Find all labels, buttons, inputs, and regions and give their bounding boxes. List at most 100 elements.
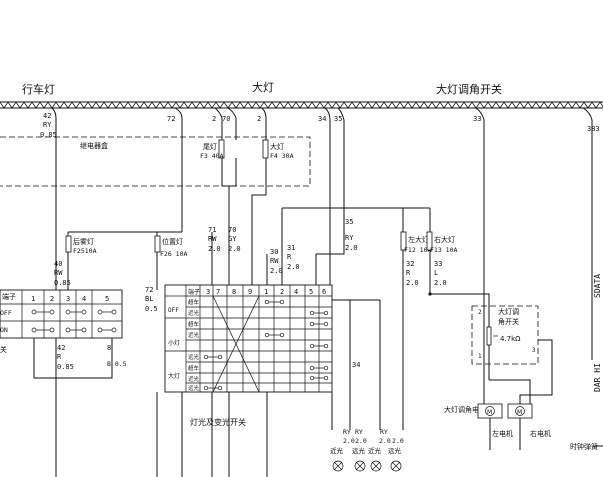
svg-text:33: 33 xyxy=(434,260,442,268)
svg-text:端子: 端子 xyxy=(188,288,200,296)
svg-text:2.0: 2.0 xyxy=(208,245,221,253)
svg-text:F13 10A: F13 10A xyxy=(430,246,457,254)
clock-spring-label: 时钟弹簧 xyxy=(570,442,598,451)
svg-text:OFF: OFF xyxy=(0,309,12,317)
svg-text:远光: 远光 xyxy=(188,384,200,392)
svg-text:4: 4 xyxy=(82,295,86,303)
harness-bus xyxy=(0,101,603,109)
svg-text:超车: 超车 xyxy=(188,364,200,372)
svg-text:小灯: 小灯 xyxy=(168,339,180,347)
svg-text:BL: BL xyxy=(145,295,153,303)
svg-text:RY: RY xyxy=(343,428,351,436)
svg-text:3: 3 xyxy=(532,347,536,354)
svg-text:近光: 近光 xyxy=(368,446,382,455)
svg-text:近光: 近光 xyxy=(188,375,200,383)
sdata-label: SDATA xyxy=(593,274,602,298)
svg-text:5: 5 xyxy=(105,295,109,303)
svg-text:72: 72 xyxy=(145,286,153,294)
leveling-switch: 大灯调 角开关 2 1 3 4.7kΩ 大灯调角电机 xyxy=(444,293,553,414)
svg-text:3: 3 xyxy=(206,288,210,296)
svg-text:2: 2 xyxy=(50,295,54,303)
svg-text:8: 8 xyxy=(232,288,236,296)
wire-2b: 2 xyxy=(257,115,261,123)
svg-text:角开关: 角开关 xyxy=(498,317,519,326)
svg-text:大灯调角电机: 大灯调角电机 xyxy=(444,405,486,414)
fuse-head: 大灯 F4 30A xyxy=(262,139,294,160)
section-leveling-switch: 大灯调角开关 xyxy=(436,82,502,96)
bulb-icon xyxy=(390,460,402,472)
svg-text:3: 3 xyxy=(66,295,70,303)
motor-icon: M xyxy=(487,409,492,416)
svg-text:远光: 远光 xyxy=(388,446,402,455)
svg-text:6: 6 xyxy=(322,288,326,296)
light-switch-table: 端子 3 7 8 9 1 2 4 5 6 OFF 小灯 大灯 超车 近光 超车 … xyxy=(164,284,333,427)
fuse-tail: 尾灯 F3 40A xyxy=(200,139,225,160)
svg-text:F12 10A: F12 10A xyxy=(404,246,431,254)
section-headlights: 大灯 xyxy=(252,80,274,94)
svg-text:1: 1 xyxy=(478,353,482,360)
svg-text:右电机: 右电机 xyxy=(530,429,551,438)
light-switch-label: 灯光及变光开关 xyxy=(190,417,246,427)
wire-70-top: 70 xyxy=(222,115,230,123)
svg-text:8: 8 xyxy=(107,344,111,352)
svg-text:近光: 近光 xyxy=(188,309,200,317)
svg-text:2.0: 2.0 xyxy=(355,437,367,445)
svg-text:大灯: 大灯 xyxy=(168,372,180,380)
switch-contacts xyxy=(31,309,117,333)
running-light-switch: 端子 1 2 3 4 5 OFF ON 关 42 R 0.85 8 B 0.5 xyxy=(0,289,127,380)
svg-text:1: 1 xyxy=(264,288,268,296)
dar-label: DAR HI xyxy=(593,363,602,392)
headlight-bulbs: RY 2.0 RY 2.0 RY 2.0 2.0 近光 远光 近光 远光 xyxy=(330,428,404,472)
svg-text:35: 35 xyxy=(345,218,353,226)
svg-text:2.0: 2.0 xyxy=(406,279,419,287)
bulb-icon xyxy=(354,460,366,472)
bulb-icon xyxy=(332,460,344,472)
svg-text:RY: RY xyxy=(345,234,354,242)
svg-text:OFF: OFF xyxy=(168,307,179,314)
leveling-motors: M M 左电机 右电机 xyxy=(477,403,551,450)
svg-text:30: 30 xyxy=(270,248,278,256)
svg-text:大灯调: 大灯调 xyxy=(498,307,519,316)
svg-text:0.85: 0.85 xyxy=(54,279,71,287)
svg-text:位置灯: 位置灯 xyxy=(162,237,183,246)
fuse-right-headlight: 右大灯 F13 10A 33 L 2.0 xyxy=(426,208,484,296)
svg-text:右大灯: 右大灯 xyxy=(434,235,455,244)
svg-text:RW: RW xyxy=(208,235,217,243)
svg-text:RW: RW xyxy=(54,269,63,277)
svg-text:2.0: 2.0 xyxy=(287,263,300,271)
svg-text:大灯: 大灯 xyxy=(270,142,284,151)
bulb-icon xyxy=(370,460,382,472)
svg-text:超车: 超车 xyxy=(188,320,200,328)
svg-text:ON: ON xyxy=(0,326,8,334)
table-contacts xyxy=(203,299,329,391)
svg-text:71: 71 xyxy=(208,226,216,234)
svg-text:近光: 近光 xyxy=(330,446,344,455)
svg-text:34: 34 xyxy=(352,361,360,369)
svg-text:40: 40 xyxy=(54,260,62,268)
relay-box: 继电器盒 xyxy=(0,136,311,187)
svg-text:左大灯: 左大灯 xyxy=(408,235,429,244)
svg-text:2: 2 xyxy=(280,288,284,296)
wire-085-a: 0.85 xyxy=(40,131,57,139)
svg-text:1: 1 xyxy=(31,295,35,303)
svg-text:5: 5 xyxy=(309,288,313,296)
svg-text:2.0: 2.0 xyxy=(270,267,283,275)
svg-text:2.0: 2.0 xyxy=(379,437,391,445)
wire-35-top: 35 xyxy=(334,115,342,123)
svg-text:近光: 近光 xyxy=(188,331,200,339)
wire-42-top: 42 xyxy=(43,112,51,120)
svg-text:左电机: 左电机 xyxy=(492,429,513,438)
fuse-position: 位置灯 F26 10A xyxy=(154,232,187,290)
svg-text:2.0: 2.0 xyxy=(228,245,241,253)
svg-text:远光: 远光 xyxy=(352,446,366,455)
fuse-rear-fog: 后雾灯 F2510A xyxy=(65,231,182,290)
svg-text:F3 40A: F3 40A xyxy=(200,152,224,160)
svg-text:超车: 超车 xyxy=(188,298,200,306)
svg-text:2.0: 2.0 xyxy=(343,437,355,445)
svg-text:2.0: 2.0 xyxy=(434,279,447,287)
switch-feed-wires xyxy=(211,207,430,285)
svg-text:RW: RW xyxy=(270,257,279,265)
svg-text:2: 2 xyxy=(478,309,482,316)
svg-text:尾灯: 尾灯 xyxy=(203,142,217,151)
motor-icon: M xyxy=(517,409,522,416)
